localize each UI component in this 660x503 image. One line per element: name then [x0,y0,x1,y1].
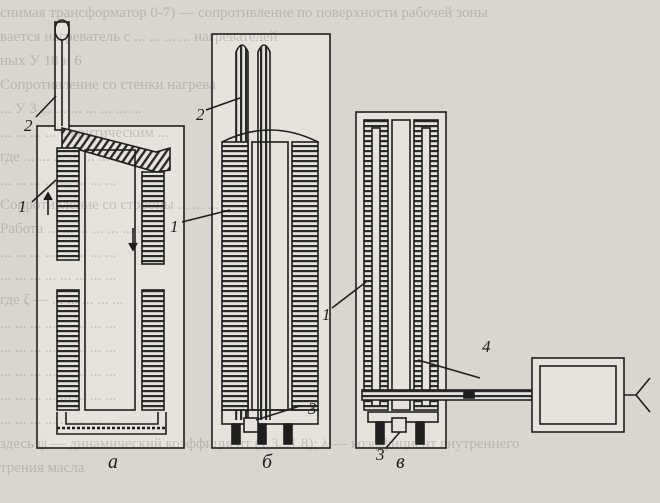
background-text-line: ... ... ... ... ... ... ... ... [0,412,117,428]
figure-a-core [84,149,136,411]
label-v-1: 1 [322,305,331,324]
background-text-line: ... ... ... ... ... ... ... ... [0,388,117,404]
caption-b: б [262,451,273,473]
figure-b-coil-left [221,141,249,411]
caption-v: в [396,451,405,473]
label-a-2: 2 [24,116,33,135]
background-text-line: где ζ — ... ... ... ... ... [0,292,124,308]
figure-v [331,111,651,449]
background-text-line: трения масла [0,460,85,476]
background-text-line: ... ... ... ... ... ... ... ... [0,245,117,261]
label-a-1: 1 [18,197,27,216]
figure-b-inductor-3 [243,417,259,433]
figure-a-coil-lower-right [141,289,165,411]
label-v-4: 4 [482,337,491,356]
figure-b [181,33,331,449]
figure-v-spout [624,377,651,413]
background-text-line: здесь ψ — динамический коэффициент (1,3.… [0,436,520,452]
label-b-1: 1 [170,217,179,236]
background-text-line: Сопротивление со стороны ... ... ... [0,197,219,213]
background-text-line: ... ... ... ... ... ... ... ... [0,364,117,380]
figure-a-bottom-channel [56,412,167,435]
background-text-line: вается нагреватель с ... ... ... ... наг… [0,29,278,45]
background-text-line: ... ... ... ... ... ... ... ... [0,173,117,189]
figure-b-riser-right [257,44,271,420]
background-text-line: где ... ... ... ... ... ... ... [0,149,125,165]
label-b-3: 3 [307,399,317,418]
background-text-line: Работа ... ... ... ... ... ... ... [0,221,149,237]
background-text-line: ... У 3 ... ... ... ... ... ... ... [0,101,142,117]
label-b-2: 2 [196,105,205,124]
figure-a [31,19,185,449]
figure-a-coil-upper-left [56,147,80,261]
background-text-line: ... ... ... ... с критическим ... [0,125,169,141]
figure-v-core [391,119,411,411]
label-v-3: 3 [375,445,385,464]
figure-b-bottom-channel [221,409,319,425]
background-text-line: ... ... ... ... ... ... ... ... [0,316,117,332]
background-text-line: Сопротивление со стенки нагрева [0,77,216,93]
background-text-line: ных У 18 и 6 [0,53,82,69]
background-text-line: ... ... ... ... ... ... ... ... [0,340,117,356]
background-text-line: снимая трансформатор 0-7) — сопротивлени… [0,5,488,21]
caption-a: а [108,451,118,473]
figure-a-coil-lower-left [56,289,80,411]
figure-a-coil-upper-right [141,171,165,265]
background-text-line: ... ... ... ... ... ... ... ... [0,268,117,284]
